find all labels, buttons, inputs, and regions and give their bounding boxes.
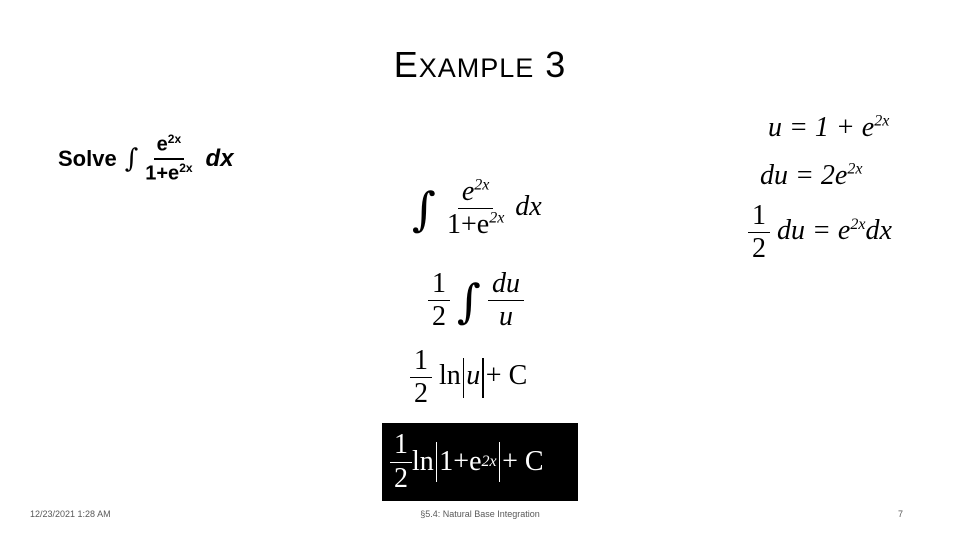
half-fraction: 1 2 — [410, 345, 432, 410]
abs-bar — [435, 442, 438, 482]
ln-label: ln — [412, 446, 434, 477]
substitution-u: u = 1 + e2x — [768, 112, 890, 143]
footer-date: 12/23/2021 1:28 AM — [30, 509, 111, 519]
integrand-fraction: e2x 1+e2x — [446, 176, 505, 241]
title-rest: XAMPLE — [418, 53, 535, 83]
title-number: 3 — [545, 44, 567, 85]
integral-sign: ∫ — [412, 181, 436, 236]
dx-label: dx — [515, 191, 542, 223]
abs-bar — [482, 357, 484, 398]
fraction-denominator: 1+e2x — [145, 161, 193, 185]
substitution-half-du: 1 2 du = e2xdx — [748, 200, 892, 265]
step-substituted: 1 2 ∫ du u — [428, 268, 524, 333]
half-fraction: 1 2 — [428, 268, 450, 333]
plus-c: + C — [485, 360, 528, 392]
du-over-u: du u — [487, 268, 524, 333]
ln-label: ln — [439, 360, 461, 392]
slide-title: EXAMPLE 3 — [0, 44, 960, 86]
step-integral: ∫ e2x 1+e2x dx — [412, 176, 542, 241]
half-fraction: 1 2 — [748, 200, 770, 265]
plus-c: + C — [502, 446, 544, 477]
footer-section-title: §5.4: Natural Base Integration — [420, 509, 540, 519]
integral-sign: ∫ — [457, 273, 481, 328]
abs-bar — [498, 442, 501, 482]
substitution-du: du = 2e2x — [760, 160, 863, 191]
problem-statement: Solve ∫ e2x 1+e2x dx — [58, 128, 234, 190]
problem-fraction: e2x 1+e2x — [142, 132, 195, 185]
integral-sign: ∫ — [124, 144, 139, 174]
half-fraction: 1 2 — [390, 429, 412, 494]
abs-bar — [462, 357, 465, 398]
fraction-numerator: e2x — [153, 132, 185, 160]
page-number: 7 — [898, 509, 904, 519]
dx-label: dx — [205, 145, 234, 172]
title-initial: E — [393, 44, 419, 85]
solve-label: Solve — [58, 146, 117, 171]
